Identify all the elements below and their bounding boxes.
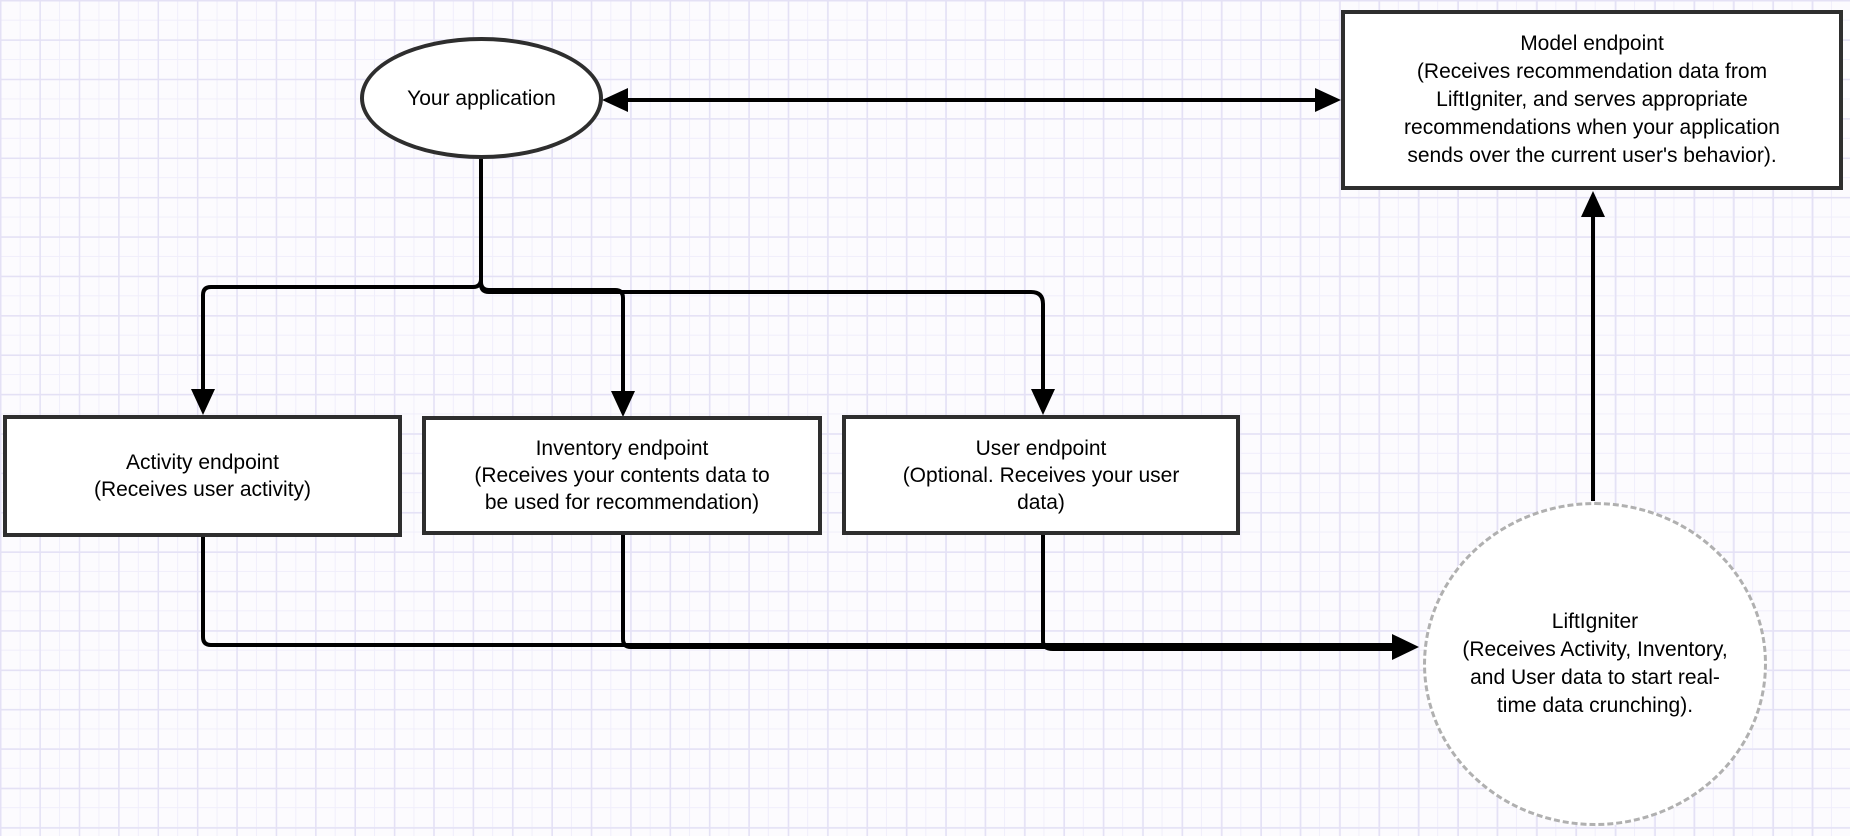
node-title: LiftIgniter — [1551, 610, 1639, 633]
edge-activity-liftigniter — [201, 537, 1394, 647]
arrowhead-toward-activity — [191, 389, 215, 415]
node-title: Activity endpoint — [126, 451, 279, 474]
node-description: (Optional. Receives your user data) — [902, 463, 1180, 514]
arrowhead-toward-inventory — [611, 391, 635, 417]
node-description: (Receives Activity, Inventory, and User … — [1462, 638, 1728, 717]
node-liftigniter: LiftIgniter (Receives Activity, Inventor… — [1423, 502, 1767, 826]
node-description: (Receives recommendation data from LiftI… — [1404, 60, 1780, 167]
node-description: (Receives your contents data to be used … — [474, 464, 770, 514]
arrowhead-toward-model-top — [1581, 191, 1605, 217]
arrowhead-toward-model — [1315, 88, 1341, 112]
edge-inventory-liftigniter — [621, 535, 1394, 649]
node-title: Inventory endpoint — [535, 437, 709, 460]
node-title: User endpoint — [975, 436, 1107, 460]
node-user-endpoint: User endpoint (Optional. Receives your u… — [842, 415, 1240, 535]
arrowhead-toward-user — [1031, 389, 1055, 415]
edge-application-activity — [201, 159, 483, 391]
node-label: Your application — [407, 86, 556, 110]
edge-application-user — [479, 159, 1045, 391]
arrowhead-toward-liftigniter — [1392, 634, 1419, 660]
node-title: Model endpoint — [1520, 32, 1664, 55]
node-inventory-endpoint: Inventory endpoint (Receives your conten… — [422, 416, 822, 535]
edge-application-inventory — [479, 159, 625, 393]
node-description: (Receives user activity) — [93, 478, 312, 501]
node-your-application: Your application — [360, 37, 603, 159]
node-activity-endpoint: Activity endpoint (Receives user activit… — [3, 415, 402, 537]
arrowhead-toward-application — [602, 88, 628, 112]
node-model-endpoint: Model endpoint (Receives recommendation … — [1341, 10, 1843, 190]
edge-user-liftigniter — [1041, 535, 1394, 651]
